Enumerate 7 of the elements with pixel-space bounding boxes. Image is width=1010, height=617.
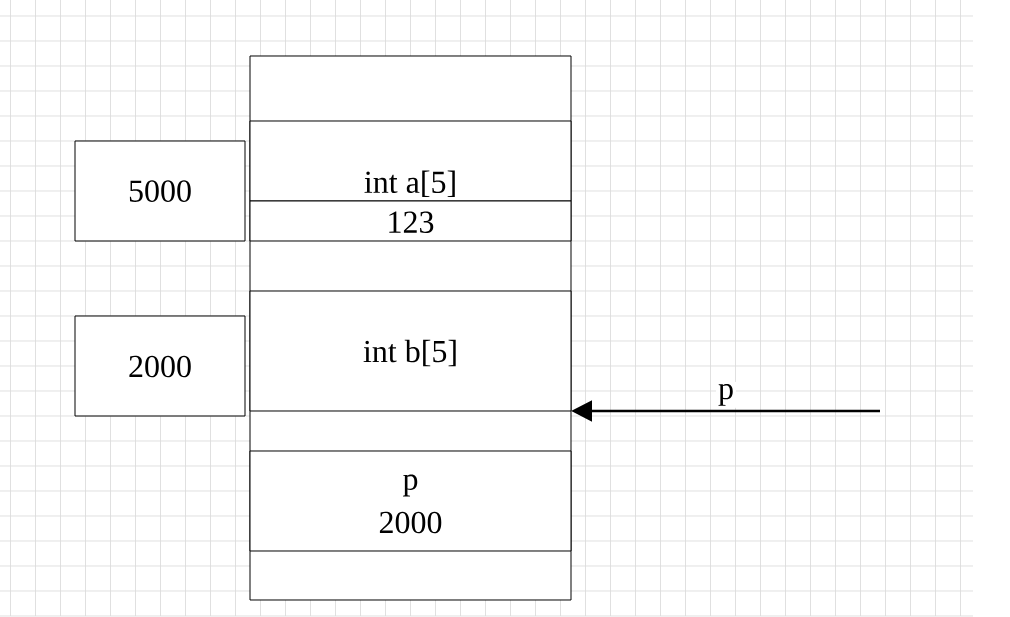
memory-cell: p 2000 [249,450,572,552]
address-box: 2000 [74,315,246,417]
address-box: 5000 [74,140,246,242]
edge-label: p [716,381,736,408]
memory-cell: int b[5] [249,290,572,412]
memory-cell: 123 [249,200,572,242]
memory-cell: int a[5] [249,120,572,202]
